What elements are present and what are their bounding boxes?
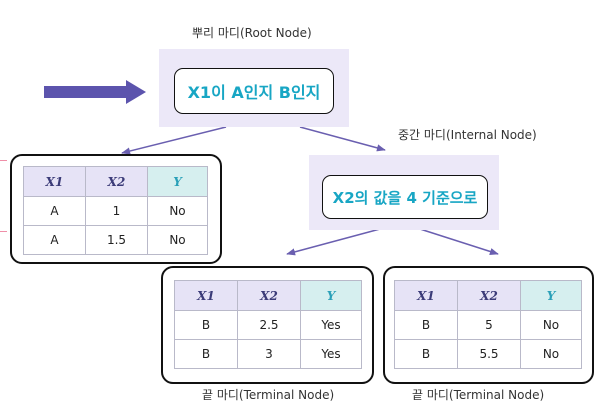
leaf-table-left: X1 X2 Y A 1 No A 1.5 No bbox=[23, 166, 208, 255]
column-header-x1: X1 bbox=[174, 280, 238, 311]
column-header-x2: X2 bbox=[237, 280, 301, 311]
left-edge-mark bbox=[0, 160, 7, 161]
root-node-label: X1이 A인지 B인지 bbox=[187, 83, 321, 102]
leaf-table-right: X1 X2 Y B 5 No B 5.5 No bbox=[394, 280, 582, 369]
table-row: A 1 No bbox=[23, 196, 208, 226]
column-header-y: Y bbox=[520, 280, 582, 311]
cell-x1: A bbox=[23, 225, 86, 255]
cell-x2: 3 bbox=[237, 339, 301, 369]
internal-node-label: X2의 값을 4 기준으로 bbox=[332, 188, 478, 207]
terminal-node-right: X1 X2 Y B 5 No B 5.5 No bbox=[383, 266, 594, 384]
terminal-node-left: X1 X2 Y A 1 No A 1.5 No bbox=[10, 154, 222, 264]
column-header-x1: X1 bbox=[23, 166, 86, 197]
internal-node: X2의 값을 4 기준으로 bbox=[322, 175, 488, 219]
table-row: B 5.5 No bbox=[394, 339, 582, 369]
column-header-y: Y bbox=[147, 166, 208, 197]
internal-node-caption: 중간 마디(Internal Node) bbox=[398, 128, 537, 142]
edge-internal-to-mid-leaf bbox=[286, 228, 381, 256]
edge-root-to-left-leaf bbox=[121, 126, 227, 155]
cell-x2: 1 bbox=[85, 196, 148, 226]
column-header-x1: X1 bbox=[394, 280, 458, 311]
table-row: B 5 No bbox=[394, 310, 582, 340]
cell-x2: 1.5 bbox=[85, 225, 148, 255]
cell-y: No bbox=[520, 310, 582, 340]
table-row: A 1.5 No bbox=[23, 225, 208, 255]
cell-x1: B bbox=[394, 339, 458, 369]
cell-x2: 5.5 bbox=[457, 339, 521, 369]
root-node-caption: 뿌리 마디(Root Node) bbox=[192, 26, 312, 40]
entry-arrow bbox=[44, 80, 146, 104]
cell-y: No bbox=[520, 339, 582, 369]
cell-x1: B bbox=[174, 339, 238, 369]
cell-x1: A bbox=[23, 196, 86, 226]
left-edge-mark bbox=[0, 231, 7, 232]
root-node: X1이 A인지 B인지 bbox=[174, 68, 334, 114]
cell-x1: B bbox=[394, 310, 458, 340]
cell-x2: 5 bbox=[457, 310, 521, 340]
column-header-y: Y bbox=[300, 280, 362, 311]
table-row: B 2.5 Yes bbox=[174, 310, 362, 340]
column-header-x2: X2 bbox=[85, 166, 148, 197]
terminal-node-caption-right: 끝 마디(Terminal Node) bbox=[412, 388, 545, 402]
cell-x2: 2.5 bbox=[237, 310, 301, 340]
cell-y: No bbox=[147, 225, 208, 255]
cell-x1: B bbox=[174, 310, 238, 340]
cell-y: Yes bbox=[300, 339, 362, 369]
table-row: B 3 Yes bbox=[174, 339, 362, 369]
edge-root-to-internal bbox=[299, 126, 386, 152]
column-header-x2: X2 bbox=[457, 280, 521, 311]
terminal-node-caption-middle: 끝 마디(Terminal Node) bbox=[202, 388, 335, 402]
edge-internal-to-right-leaf bbox=[419, 228, 499, 255]
terminal-node-middle: X1 X2 Y B 2.5 Yes B 3 Yes bbox=[161, 266, 374, 384]
cell-y: Yes bbox=[300, 310, 362, 340]
leaf-table-middle: X1 X2 Y B 2.5 Yes B 3 Yes bbox=[174, 280, 362, 369]
cell-y: No bbox=[147, 196, 208, 226]
